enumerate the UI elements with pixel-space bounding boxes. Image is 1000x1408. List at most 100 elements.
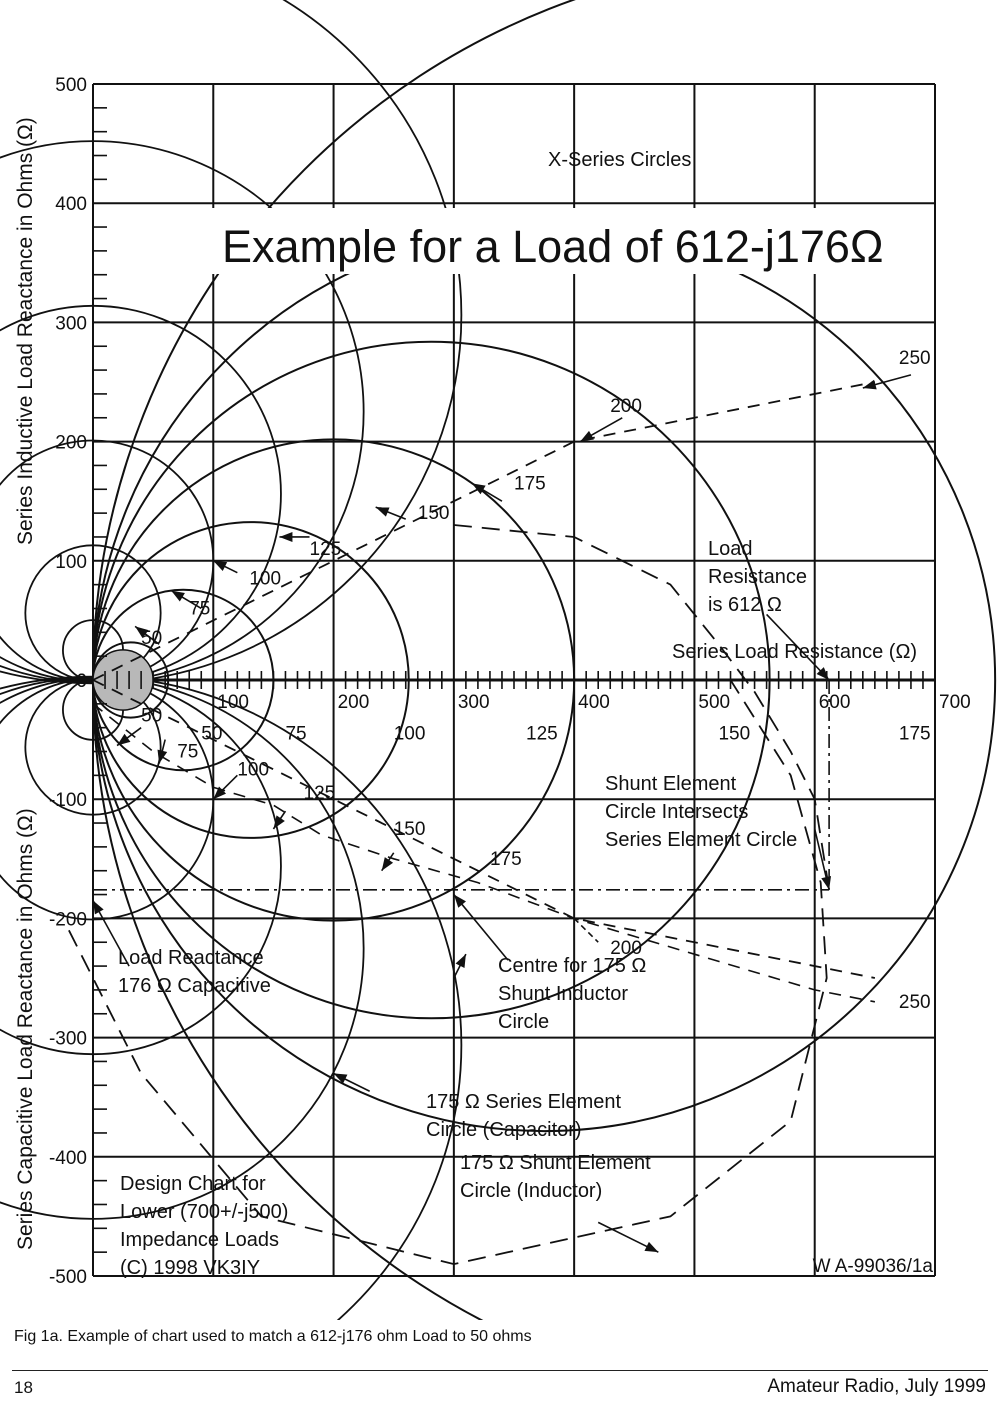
pointer-intersection-head <box>821 875 832 890</box>
pointer-125-head <box>279 531 293 542</box>
load-resistance-label: is 612 Ω <box>708 594 782 616</box>
pointer-50-head <box>135 626 149 639</box>
centre-label: Shunt Inductor <box>498 983 628 1005</box>
x-tick-label: 300 <box>458 692 490 713</box>
lower-curve-label: 75 <box>177 741 198 762</box>
centre-label: Circle <box>498 1011 549 1033</box>
pointer-150-lower-head <box>381 857 394 871</box>
upper-curve-label: 75 <box>189 598 210 619</box>
x-axis-label: Series Load Resistance (Ω) <box>672 641 917 663</box>
load-reactance-label: Load Reactance <box>118 947 264 969</box>
shunt-circle-upper-175 <box>0 0 463 685</box>
x-tick-label: 600 <box>819 692 851 713</box>
dashed-centre-mark <box>573 917 599 943</box>
x-series-circles-label: X-Series Circles <box>548 149 691 171</box>
design-chart: 500 400 300 200 100 0 -100 -200 -300 -400 -500 100 2… <box>0 0 997 1320</box>
pointer-50-lower-head <box>117 733 131 746</box>
axis-curve-label: 75 <box>285 724 306 745</box>
pointer-250-lower-head <box>455 954 466 969</box>
shunt-circle-lower-125 <box>0 677 282 1056</box>
y-tick-label: -200 <box>49 909 87 930</box>
title-backdrop <box>212 208 934 274</box>
shunt-circle-upper-125 <box>0 304 282 683</box>
shunt-circle-lower-175 <box>0 675 463 1320</box>
axis-curve-label: 150 <box>718 724 750 745</box>
texts: 500 400 300 200 100 0 -100 -200 -300 -400 -500 100 2… <box>14 75 971 1288</box>
load-reactance-label: 176 Ω Capacitive <box>118 975 271 997</box>
x-tick-label: 700 <box>939 692 971 713</box>
dashed-locus-lower <box>92 679 876 979</box>
lower-curve-label: 100 <box>237 759 269 780</box>
lower-curve-label: 175 <box>490 849 522 870</box>
load-resistance-label: Resistance <box>708 566 807 588</box>
x-tick-label: 100 <box>217 692 249 713</box>
y-tick-label: -500 <box>49 1267 87 1288</box>
pointer-centre-head <box>453 894 466 908</box>
y-tick-label: 100 <box>55 552 87 573</box>
load-resistance-label: Load <box>708 538 753 560</box>
y-axis-label-upper: Series Inductive Load Reactance in Ohms … <box>14 117 37 545</box>
y-tick-label: -100 <box>49 790 87 811</box>
design-chart-label: (C) 1998 VK3IY <box>120 1257 260 1279</box>
upper-curve-label: 100 <box>249 569 281 590</box>
axis-curve-label: 175 <box>899 724 931 745</box>
dashed-lower-branch <box>92 703 876 1003</box>
upper-curve-label: 250 <box>899 348 931 369</box>
pointer-200-head <box>580 430 594 442</box>
series-element-label: 175 Ω Series Element <box>426 1091 621 1113</box>
shunt-element-label: Circle (Inductor) <box>460 1180 602 1202</box>
x-tick-label: 200 <box>338 692 370 713</box>
lower-curve-label: 200 <box>610 938 642 959</box>
shunt-element-label: 175 Ω Shunt Element <box>460 1152 651 1174</box>
pointer-150-head <box>375 507 390 517</box>
x-tick-label: 500 <box>698 692 730 713</box>
lower-curve-label: 150 <box>394 819 426 840</box>
shunt-intersects-label: Series Element Circle <box>605 829 797 851</box>
curves <box>0 0 997 1320</box>
target-circle <box>92 649 154 711</box>
y-tick-label: -400 <box>49 1148 87 1169</box>
pointer-100-lower-head <box>213 786 227 800</box>
pointer-125-lower-head <box>273 815 285 829</box>
chart-code-label: W A-99036/1a <box>813 1256 934 1277</box>
y-tick-label: 0 <box>76 671 87 692</box>
centre-label: Centre for 175 Ω <box>498 955 646 977</box>
pointer-75-head <box>171 590 185 602</box>
pointer-175-head <box>471 483 486 495</box>
pointer-load-resistance <box>766 613 830 681</box>
upper-curve-label: 175 <box>514 473 546 494</box>
y-tick-label-zero: 0 <box>76 671 87 692</box>
pointer-load-reactance-head <box>93 900 104 915</box>
dashed-circle-175-lower <box>68 679 828 1266</box>
axis-curve-label: 50 <box>201 724 222 745</box>
ticks <box>93 107 924 1253</box>
upper-curve-label: 125 <box>310 539 342 560</box>
x-tick-label: 400 <box>578 692 610 713</box>
shunt-intersects-label: Shunt Element <box>605 773 737 795</box>
page-number: 18 <box>14 1378 33 1397</box>
journal-name: Amateur Radio, July 1999 <box>767 1376 986 1397</box>
upper-curve-label: 200 <box>610 396 642 417</box>
dashed-locus-upper <box>92 381 876 681</box>
axis-curve-label: 125 <box>526 724 558 745</box>
footer-rule <box>12 1370 988 1371</box>
y-tick-label: -300 <box>49 1029 87 1050</box>
chart-title: Example for a Load of 612-j176Ω <box>222 221 884 272</box>
dashed-circle-175-upper <box>453 524 830 890</box>
lower-curve-label: 250 <box>899 992 931 1013</box>
shunt-intersects-label: Circle Intersects <box>605 801 748 823</box>
series-element-label: Circle (Capacitor) <box>426 1119 582 1141</box>
pointer-series-element-head <box>333 1073 348 1084</box>
axis-curve-label: 100 <box>394 724 426 745</box>
pointer-100-head <box>213 560 228 572</box>
pointer-250-head <box>862 379 877 390</box>
upper-curve-label: 50 <box>141 628 162 649</box>
y-axis-label-lower: Series Capacitive Load Reactance in Ohms… <box>14 808 37 1250</box>
pointer-shunt-element-head <box>644 1241 659 1253</box>
lower-curve-label: 50 <box>141 706 162 727</box>
y-tick-label: 300 <box>55 313 87 334</box>
pointer-centre <box>453 894 509 961</box>
lower-curve-label: 125 <box>304 783 336 804</box>
y-tick-label: 400 <box>55 194 87 215</box>
y-tick-label: 200 <box>55 433 87 454</box>
